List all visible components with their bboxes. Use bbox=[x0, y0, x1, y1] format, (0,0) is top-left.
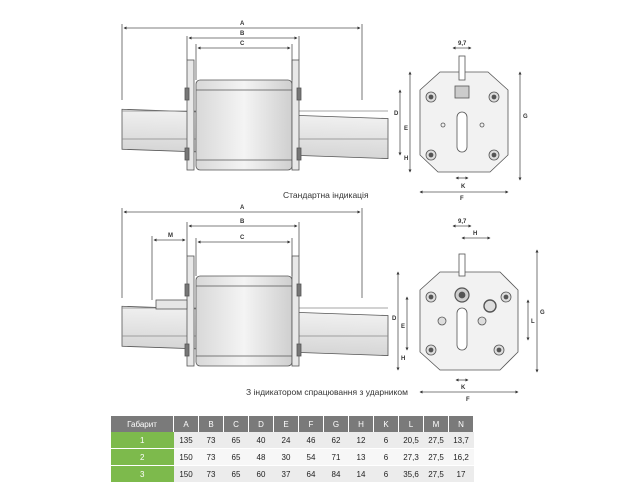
table-header-cell: D bbox=[248, 416, 274, 432]
dim-label-k-top: K bbox=[461, 184, 466, 190]
dim-label-a-bottom: A bbox=[240, 205, 245, 211]
table-cell: 40 bbox=[248, 432, 274, 449]
table-cell: 60 bbox=[248, 465, 274, 483]
table-cell: 35,6 bbox=[398, 465, 424, 483]
table-cell: 1 bbox=[111, 432, 174, 449]
table-cell: 73 bbox=[198, 432, 224, 449]
table-cell: 27,5 bbox=[423, 432, 449, 449]
dim-label-c-top: C bbox=[240, 41, 245, 47]
dim-label-h-bottom-top: H bbox=[473, 231, 477, 237]
dim-label-b-top: B bbox=[240, 31, 245, 37]
dim-label-d-top: D bbox=[394, 111, 399, 117]
table-cell: 3 bbox=[111, 465, 174, 483]
table-header-cell: K bbox=[373, 416, 399, 432]
table-cell: 62 bbox=[323, 432, 349, 449]
table-cell: 71 bbox=[323, 448, 349, 466]
table-header-cell: C bbox=[223, 416, 249, 432]
table-cell: 84 bbox=[323, 465, 349, 483]
table-cell: 6 bbox=[373, 448, 399, 466]
side-view-standard bbox=[121, 24, 389, 171]
table-cell: 73 bbox=[198, 465, 224, 483]
table-header-cell: F bbox=[298, 416, 324, 432]
dim-label-f-top: F bbox=[460, 196, 464, 202]
table-cell: 27,5 bbox=[423, 465, 449, 483]
caption-striker-indication: З індикатором спрацювання з ударником bbox=[246, 387, 408, 397]
dim-label-h-bottom: H bbox=[401, 356, 405, 362]
table-row: 1 135 73 65 40 24 46 62 12 6 20,5 27,5 1… bbox=[111, 432, 474, 449]
fuse-drawing: A B C 9,7 D E H G K F A B C M 9,7 H D E … bbox=[121, 21, 545, 403]
dim-label-g-bottom: G bbox=[540, 310, 545, 316]
dim-label-f-bottom: F bbox=[466, 397, 470, 403]
table-cell: 65 bbox=[223, 448, 249, 466]
front-view-striker bbox=[396, 224, 539, 394]
dim-label-g-top: G bbox=[523, 114, 528, 120]
table-cell: 13 bbox=[348, 448, 374, 466]
table-header-row: Габарит A B C D E F G H K L M N bbox=[111, 416, 474, 432]
table-cell: 46 bbox=[298, 432, 324, 449]
table-header-cell: H bbox=[348, 416, 374, 432]
table-cell: 135 bbox=[173, 432, 199, 449]
dim-label-h-top: H bbox=[404, 156, 408, 162]
table-cell: 65 bbox=[223, 432, 249, 449]
table-cell: 17 bbox=[448, 465, 474, 483]
table-cell: 12 bbox=[348, 432, 374, 449]
table-cell: 16,2 bbox=[448, 448, 474, 466]
dim-label-e-bottom: E bbox=[401, 324, 405, 330]
dim-label-d-bottom: D bbox=[392, 316, 397, 322]
table-cell: 6 bbox=[373, 465, 399, 483]
dim-label-l-bottom: L bbox=[531, 319, 535, 325]
table-cell: 64 bbox=[298, 465, 324, 483]
table-cell: 2 bbox=[111, 448, 174, 466]
dim-label-e-top: E bbox=[404, 126, 408, 132]
dim-label-m-bottom: M bbox=[168, 233, 173, 239]
dim-label-b-bottom: B bbox=[240, 219, 245, 225]
caption-standard-indication: Стандартна індикація bbox=[283, 190, 369, 200]
table-header-cell: B bbox=[198, 416, 224, 432]
dimensions-table: Габарит A B C D E F G H K L M N 1 135 73… bbox=[111, 416, 474, 483]
table-cell: 6 bbox=[373, 432, 399, 449]
dim-label-97-bottom: 9,7 bbox=[458, 219, 467, 225]
table-cell: 27,3 bbox=[398, 448, 424, 466]
table-cell: 30 bbox=[273, 448, 299, 466]
table-cell: 54 bbox=[298, 448, 324, 466]
dim-label-97-top: 9,7 bbox=[458, 41, 467, 47]
table-header-cell: Габарит bbox=[111, 416, 174, 432]
side-view-striker bbox=[121, 208, 389, 367]
table-cell: 13,7 bbox=[448, 432, 474, 449]
table-cell: 27,5 bbox=[423, 448, 449, 466]
table-header-cell: M bbox=[423, 416, 449, 432]
dim-label-k-bottom: K bbox=[461, 385, 466, 391]
table-header-cell: A bbox=[173, 416, 199, 432]
table-row: 3 150 73 65 60 37 64 84 14 6 35,6 27,5 1… bbox=[111, 465, 474, 483]
table-row: 2 150 73 65 48 30 54 71 13 6 27,3 27,5 1… bbox=[111, 448, 474, 466]
table-cell: 20,5 bbox=[398, 432, 424, 449]
table-cell: 150 bbox=[173, 448, 199, 466]
table-cell: 24 bbox=[273, 432, 299, 449]
front-view-standard bbox=[398, 46, 522, 194]
table-header-cell: L bbox=[398, 416, 424, 432]
table-cell: 73 bbox=[198, 448, 224, 466]
table-header-cell: E bbox=[273, 416, 299, 432]
table-cell: 48 bbox=[248, 448, 274, 466]
table-header-cell: N bbox=[448, 416, 474, 432]
dim-label-c-bottom: C bbox=[240, 235, 245, 241]
table-cell: 150 bbox=[173, 465, 199, 483]
table-cell: 14 bbox=[348, 465, 374, 483]
dim-label-a-top: A bbox=[240, 21, 245, 27]
table-header-cell: G bbox=[323, 416, 349, 432]
